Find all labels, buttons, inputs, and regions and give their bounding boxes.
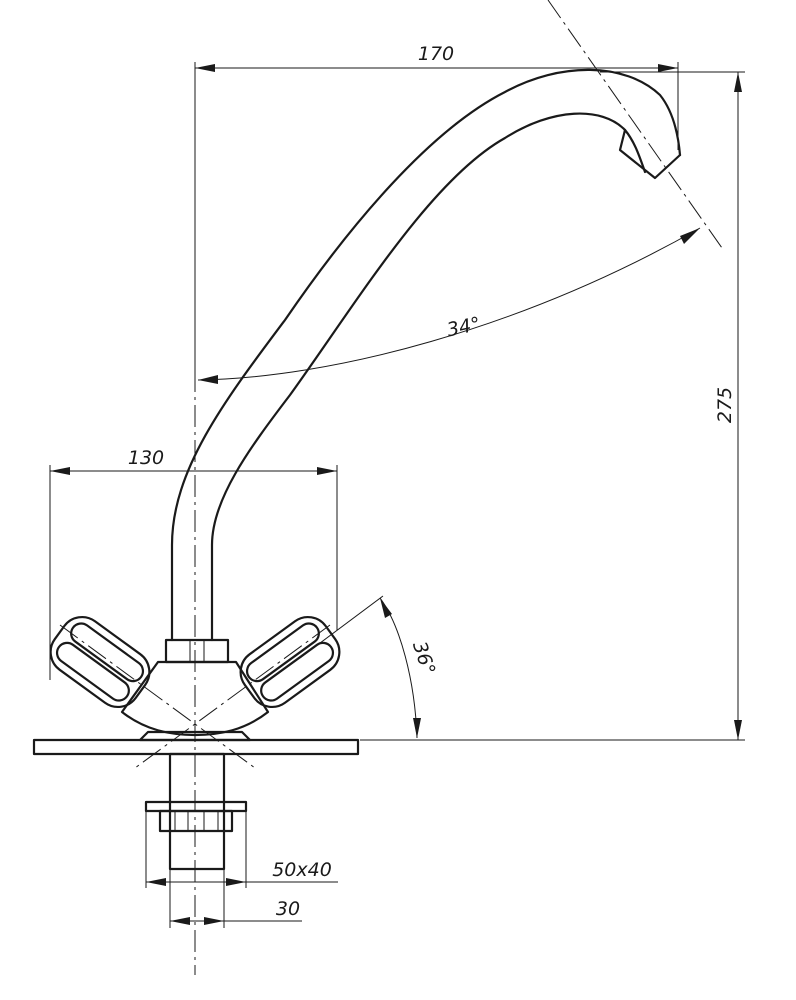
dimension-height: 275 — [360, 71, 745, 741]
dimension-handle-span: 130 — [49, 447, 338, 680]
dimension-label-height: 275 — [714, 387, 736, 423]
dimension-label-handle-angle: 36° — [408, 639, 439, 678]
dimension-label-shank-diameter: 30 — [276, 898, 300, 920]
dimension-label-spout-reach: 170 — [418, 43, 454, 65]
dimension-label-spout-angle: 34° — [445, 313, 483, 342]
mounting-shank — [144, 752, 248, 871]
center-lines — [59, 0, 723, 975]
dimension-label-handle-span: 130 — [128, 447, 164, 469]
left-handle — [49, 615, 151, 709]
dimension-spout-reach: 170 — [194, 43, 679, 382]
faucet-spout — [170, 68, 682, 642]
dimension-base-size: 50x40 — [145, 811, 338, 888]
right-handle — [239, 615, 341, 709]
spout-nut — [164, 638, 230, 664]
dimension-shank-diameter: 30 — [169, 869, 302, 928]
dimension-spout-angle: 34° — [197, 227, 701, 384]
countertop — [32, 738, 360, 756]
dimension-label-base-size: 50x40 — [272, 859, 332, 881]
faucet-body — [120, 660, 270, 737]
